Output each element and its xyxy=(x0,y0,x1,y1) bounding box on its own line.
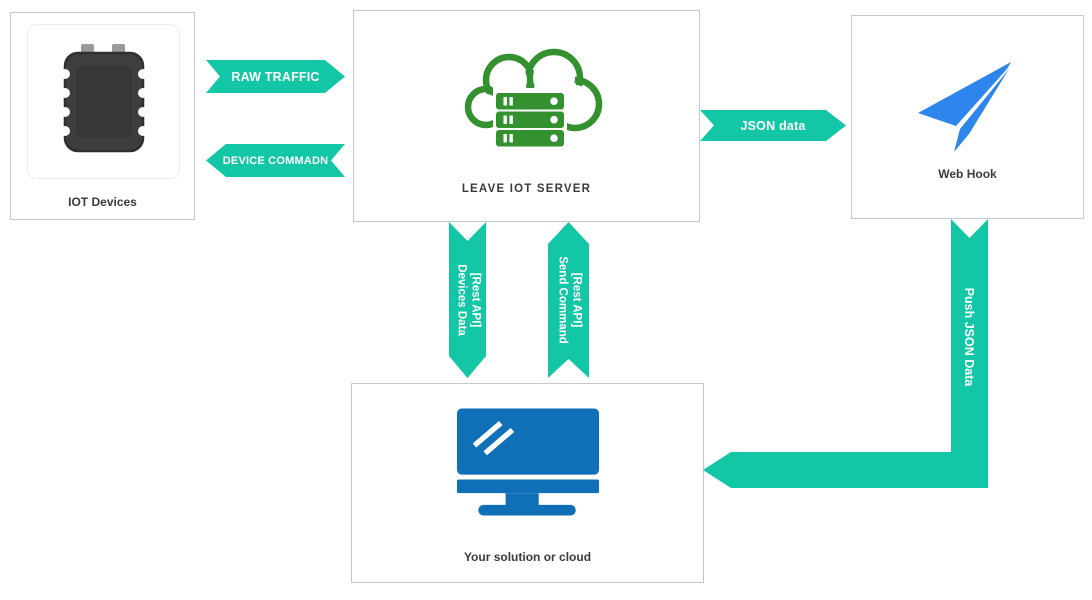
arrow-send-command: Send Command [Rest API] xyxy=(548,222,589,378)
arrow-device-command: DEVICE COMMADN xyxy=(206,144,345,177)
devices-data-label: Devices Data [Rest API] xyxy=(454,264,481,336)
node-iot-server: LEAVE IOT SERVER xyxy=(353,10,700,222)
node-web-hook: Web Hook xyxy=(851,15,1084,219)
send-command-label: Send Command [Rest API] xyxy=(555,256,582,344)
arrow-json-data: JSON data xyxy=(700,110,846,141)
arrow-devices-data: Devices Data [Rest API] xyxy=(449,222,486,378)
iot-server-label: LEAVE IOT SERVER xyxy=(461,183,592,195)
solution-label: Your solution or cloud xyxy=(463,550,592,564)
cloud-server-icon xyxy=(464,47,604,158)
chip-icon xyxy=(59,41,148,162)
arrow-push-json: Push JSON Data xyxy=(703,219,988,488)
raw-traffic-label: RAW TRAFFIC xyxy=(231,69,320,84)
json-data-label: JSON data xyxy=(740,118,806,133)
monitor-icon xyxy=(455,408,601,523)
paper-plane-icon xyxy=(914,58,1020,161)
node-solution: Your solution or cloud xyxy=(351,383,704,583)
device-card xyxy=(27,24,180,179)
iot-devices-label: IOT Devices xyxy=(68,195,137,209)
device-command-label: DEVICE COMMADN xyxy=(222,154,329,167)
arrow-raw-traffic: RAW TRAFFIC xyxy=(206,60,345,93)
push-json-label: Push JSON Data xyxy=(962,287,976,387)
web-hook-label: Web Hook xyxy=(938,167,997,181)
node-iot-devices: IOT Devices xyxy=(10,12,195,220)
